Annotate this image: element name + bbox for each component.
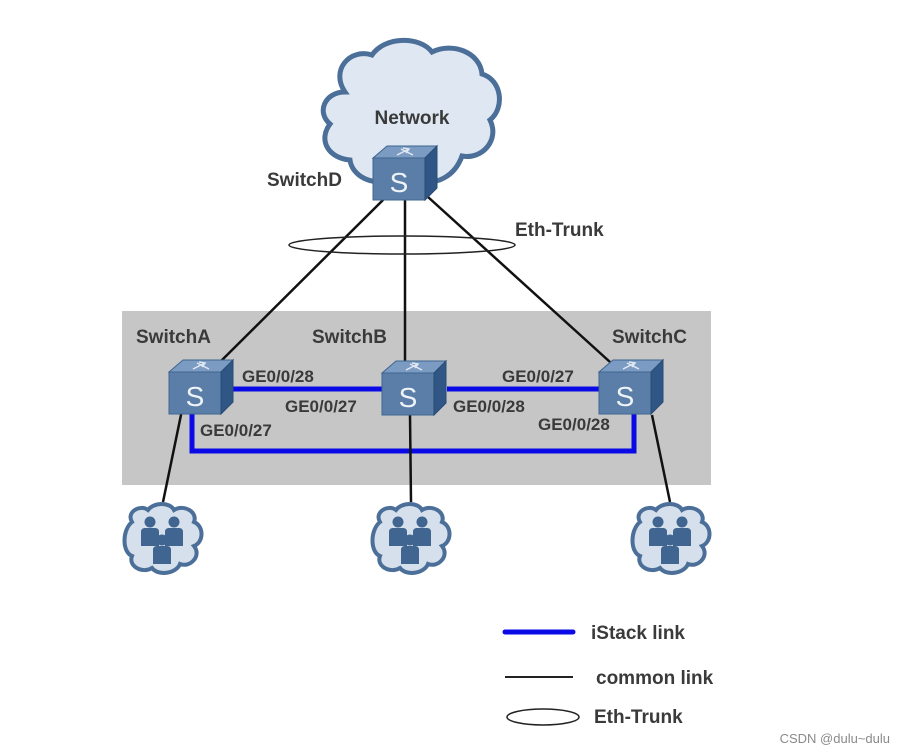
- legend: iStack link common link Eth-Trunk: [502, 623, 714, 728]
- legend-trunk-label: Eth-Trunk: [594, 707, 683, 728]
- legend-istack-label: iStack link: [591, 623, 685, 644]
- link-d-a: [219, 196, 387, 363]
- switch-a-icon[interactable]: S: [168, 359, 234, 415]
- port-label: GE0/0/27: [200, 421, 272, 440]
- svg-text:S: S: [186, 381, 205, 412]
- user-group-icon[interactable]: [630, 502, 712, 575]
- legend-trunk-swatch: [506, 708, 580, 726]
- switch-c-icon[interactable]: S: [598, 359, 664, 415]
- network-label: Network: [375, 108, 450, 129]
- link-b-users: [408, 414, 413, 503]
- port-label: GE0/0/27: [285, 397, 357, 416]
- user-group-icon[interactable]: [122, 502, 204, 575]
- switch-a-label: SwitchA: [136, 327, 211, 348]
- port-label: GE0/0/28: [242, 367, 314, 386]
- user-group-icon[interactable]: [370, 502, 452, 575]
- port-label: GE0/0/27: [502, 367, 574, 386]
- switch-d-label: SwitchD: [267, 170, 342, 191]
- svg-text:S: S: [399, 382, 418, 413]
- switch-b-icon[interactable]: S: [381, 360, 447, 416]
- link-a-users: [161, 409, 184, 503]
- legend-common-label: common link: [596, 668, 714, 689]
- switch-d-icon[interactable]: S: [372, 145, 438, 201]
- port-label: GE0/0/28: [453, 397, 525, 416]
- switch-b-label: SwitchB: [312, 327, 387, 348]
- eth-trunk-ellipse: [288, 235, 516, 255]
- svg-text:S: S: [616, 381, 635, 412]
- switch-c-label: SwitchC: [612, 327, 687, 348]
- svg-text:S: S: [390, 167, 409, 198]
- port-label: GE0/0/28: [538, 415, 610, 434]
- istack-link-a-c: [189, 414, 637, 454]
- watermark: CSDN @dulu~dulu: [779, 731, 890, 746]
- network-cloud: [320, 37, 502, 185]
- eth-trunk-label: Eth-Trunk: [515, 220, 604, 241]
- link-c-users: [650, 414, 672, 503]
- link-d-c: [427, 196, 611, 363]
